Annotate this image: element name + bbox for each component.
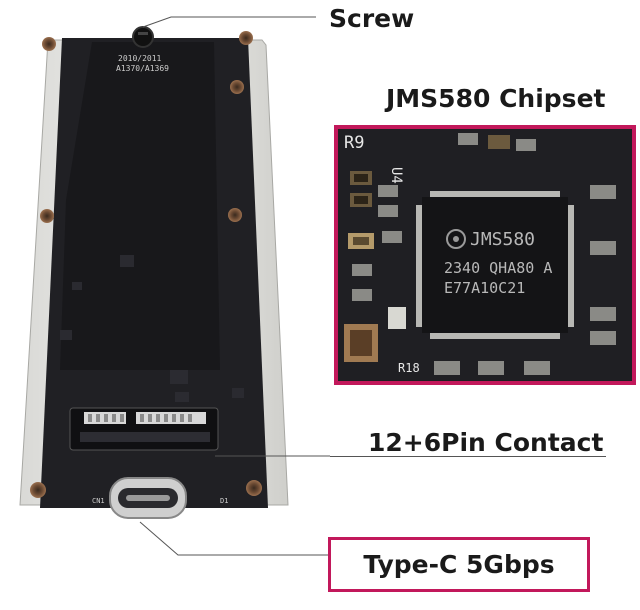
- silk-model: A1370/A1369: [116, 64, 169, 73]
- smd-components: [344, 133, 616, 375]
- chip-pins: [416, 191, 574, 339]
- silk-d1: D1: [220, 497, 229, 505]
- mount-hole: [239, 31, 253, 45]
- ref-r18: R18: [398, 361, 420, 375]
- chip-code-1: 2340 QHA80 A: [444, 259, 553, 277]
- chip-zoom-photo: [338, 129, 632, 381]
- type-c-leader-line: [139, 521, 328, 556]
- chip-code-2: E77A10C21: [444, 279, 526, 297]
- board-recess: [60, 42, 220, 370]
- ref-u4: U4: [388, 167, 404, 184]
- ref-r9: R9: [344, 133, 365, 153]
- type-c-port: [109, 477, 187, 519]
- type-c-label-box: Type-C 5Gbps: [328, 537, 590, 592]
- screw-label: Screw: [329, 4, 415, 33]
- chip-name: JMS580: [470, 229, 536, 250]
- screw-leader-line: [142, 16, 316, 28]
- chipset-label: JMS580 Chipset: [386, 84, 606, 113]
- chipset-zoom-inset: R9 U4 JMS580 2340 QHA80 A E77A10C21 R18: [334, 125, 636, 385]
- mount-hole: [30, 482, 46, 498]
- mount-hole: [228, 208, 242, 222]
- mount-hole: [42, 37, 56, 51]
- chip-logo-icon: [446, 229, 466, 249]
- screw: [132, 26, 154, 48]
- pcb-board-photo: [19, 16, 330, 556]
- pin-leader-line-ext: [330, 456, 606, 457]
- mount-hole: [230, 80, 244, 94]
- silk-cn1: CN1: [92, 497, 105, 505]
- type-c-label: Type-C 5Gbps: [363, 550, 555, 579]
- chip-body: [422, 197, 568, 333]
- m2-connector: [69, 407, 219, 451]
- mount-hole: [246, 480, 262, 496]
- mount-hole: [40, 209, 54, 223]
- pin-contact-label: 12+6Pin Contact: [368, 428, 604, 457]
- silk-year: 2010/2011: [118, 54, 162, 63]
